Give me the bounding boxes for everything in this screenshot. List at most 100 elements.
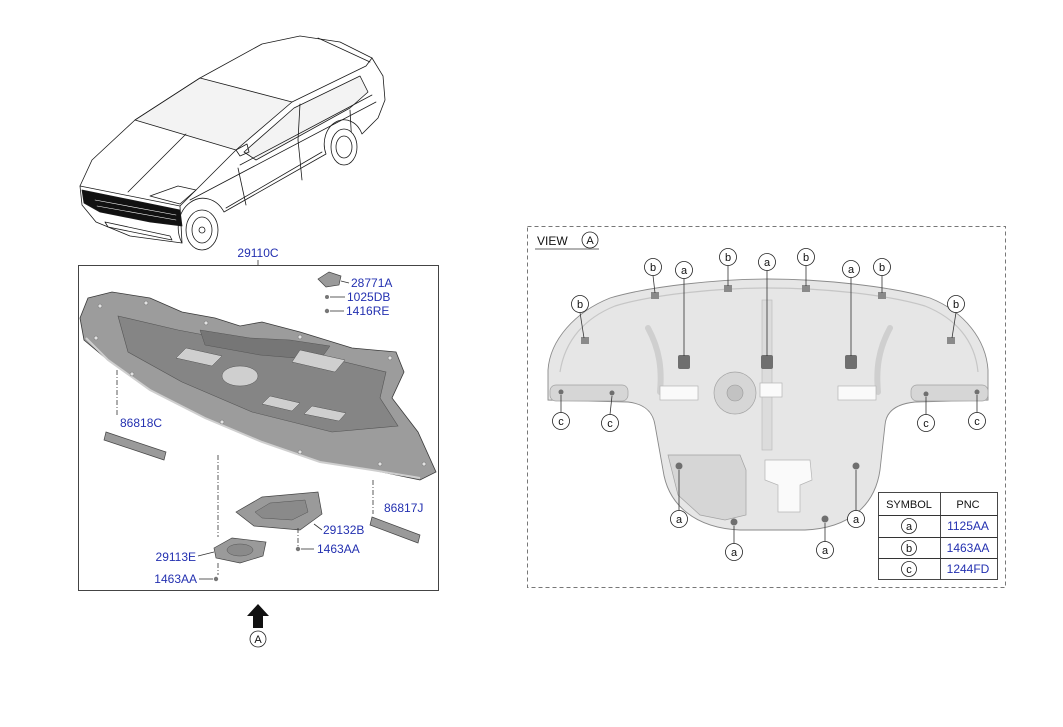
callout-letter: a (822, 545, 829, 557)
callout-circle (675, 261, 693, 279)
rear-cover-plate-recess (254, 499, 309, 521)
mounting-hole (297, 334, 303, 340)
fastener-hole-a (821, 515, 829, 523)
part-label-29132b[interactable]: 29132B (323, 523, 364, 537)
fastener-hole-a (675, 462, 683, 470)
fastener-hole-c (923, 391, 929, 397)
car-headlight (149, 185, 197, 205)
callout-circle (842, 260, 860, 278)
leader-line (197, 551, 215, 557)
screw-part (325, 295, 329, 299)
car-belt-line (239, 94, 373, 166)
screw-part (213, 576, 219, 582)
callout-letter: a (676, 514, 683, 526)
car-grille-bar (96, 205, 177, 221)
fastener-hole-c (974, 389, 980, 395)
car-roof-edge (291, 57, 373, 103)
legend-pnc-link[interactable]: 1125AA (947, 519, 989, 533)
callout-b: b (873, 258, 891, 293)
legend-symbol: b (906, 543, 912, 555)
leader-line (951, 312, 957, 339)
part-label-1416re[interactable]: 1416RE (346, 304, 389, 318)
bottom-view-drain-plug (726, 384, 744, 402)
mounting-hole (297, 449, 303, 455)
mounting-hole (387, 355, 393, 361)
fastener-hole-a (761, 355, 773, 369)
callout-letter: a (848, 264, 855, 276)
bottom-view-tab (759, 382, 783, 398)
leader-line (652, 275, 656, 294)
under-cover-center-hole (221, 365, 259, 387)
mounting-hole (97, 303, 103, 309)
callout-letter: c (558, 416, 564, 428)
legend-symbol: a (906, 521, 913, 533)
part-label-29113e[interactable]: 29113E (156, 550, 196, 564)
car-grille-bar (94, 199, 177, 216)
callout-c: c (601, 395, 619, 432)
under-cover-opening (261, 395, 301, 412)
callout-letter: a (731, 547, 738, 559)
under-cover-opening (291, 349, 346, 373)
callout-circle (947, 295, 965, 313)
fastener-hole-b (724, 285, 732, 292)
clip-part (317, 271, 342, 288)
callout-letter: a (764, 257, 771, 269)
car-character-line (189, 101, 377, 201)
part-label-28771a[interactable]: 28771A (351, 276, 392, 290)
part-label-86818c[interactable]: 86818C (120, 416, 162, 430)
callout-a: a (816, 523, 834, 559)
part-label-86817j[interactable]: 86817J (384, 501, 423, 515)
mounting-hole (203, 320, 209, 326)
legend-pnc-link[interactable]: 1463AA (947, 541, 990, 555)
callout-letter: b (803, 252, 809, 264)
mounting-hole (377, 461, 383, 467)
car-mirror (235, 143, 250, 157)
screw-part (295, 546, 301, 552)
left-seal-strip-part (103, 431, 167, 461)
fastener-hole-a (730, 518, 738, 526)
bottom-view-right-wing-pocket (910, 384, 989, 402)
car-rear-rim (335, 135, 353, 159)
under-cover-rib (199, 329, 331, 361)
view-a-frame (527, 226, 1006, 588)
part-label-1463aa-upper[interactable]: 1463AA (317, 542, 360, 556)
callout-letter: c (923, 418, 929, 430)
part-label-1025db[interactable]: 1025DB (347, 290, 390, 304)
view-title-ref-letter: A (586, 235, 594, 247)
callout-circle (670, 510, 688, 528)
callout-b: b (644, 258, 662, 294)
car-hood-crease (127, 133, 187, 193)
mounting-hole (421, 461, 427, 467)
part-label-assembly[interactable]: 29110C (237, 246, 278, 260)
callout-circle (719, 248, 737, 266)
part-label-1463aa-lower[interactable]: 1463AA (154, 572, 197, 586)
callout-b: b (719, 248, 737, 286)
callout-c: c (968, 395, 986, 430)
mounting-hole (143, 300, 149, 306)
callout-circle (725, 543, 743, 561)
callout-circle (816, 541, 834, 559)
bottom-view-center-cutout (764, 459, 813, 513)
car-front-wheel (185, 209, 219, 251)
callout-letter: b (879, 262, 885, 274)
fastener-hole-b (947, 337, 955, 344)
legend-pnc-link[interactable]: 1244FD (947, 562, 990, 576)
callout-a: a (842, 260, 860, 356)
callout-circle (571, 295, 589, 313)
car-side-window (243, 75, 369, 161)
view-title-ref-circle (581, 231, 599, 249)
callout-a: a (670, 470, 688, 528)
leader-line (340, 280, 350, 284)
leader-line (579, 312, 585, 339)
legend-header-pnc: PNC (956, 499, 979, 511)
callout-a: a (847, 470, 865, 528)
callout-b: b (947, 295, 965, 339)
callout-circle (917, 414, 935, 432)
callout-circle (552, 412, 570, 430)
mounting-hole (129, 371, 135, 377)
callout-b: b (571, 295, 589, 339)
undercover-location-highlight (81, 189, 183, 227)
leader-line (609, 395, 613, 415)
callout-letter: a (681, 265, 688, 277)
